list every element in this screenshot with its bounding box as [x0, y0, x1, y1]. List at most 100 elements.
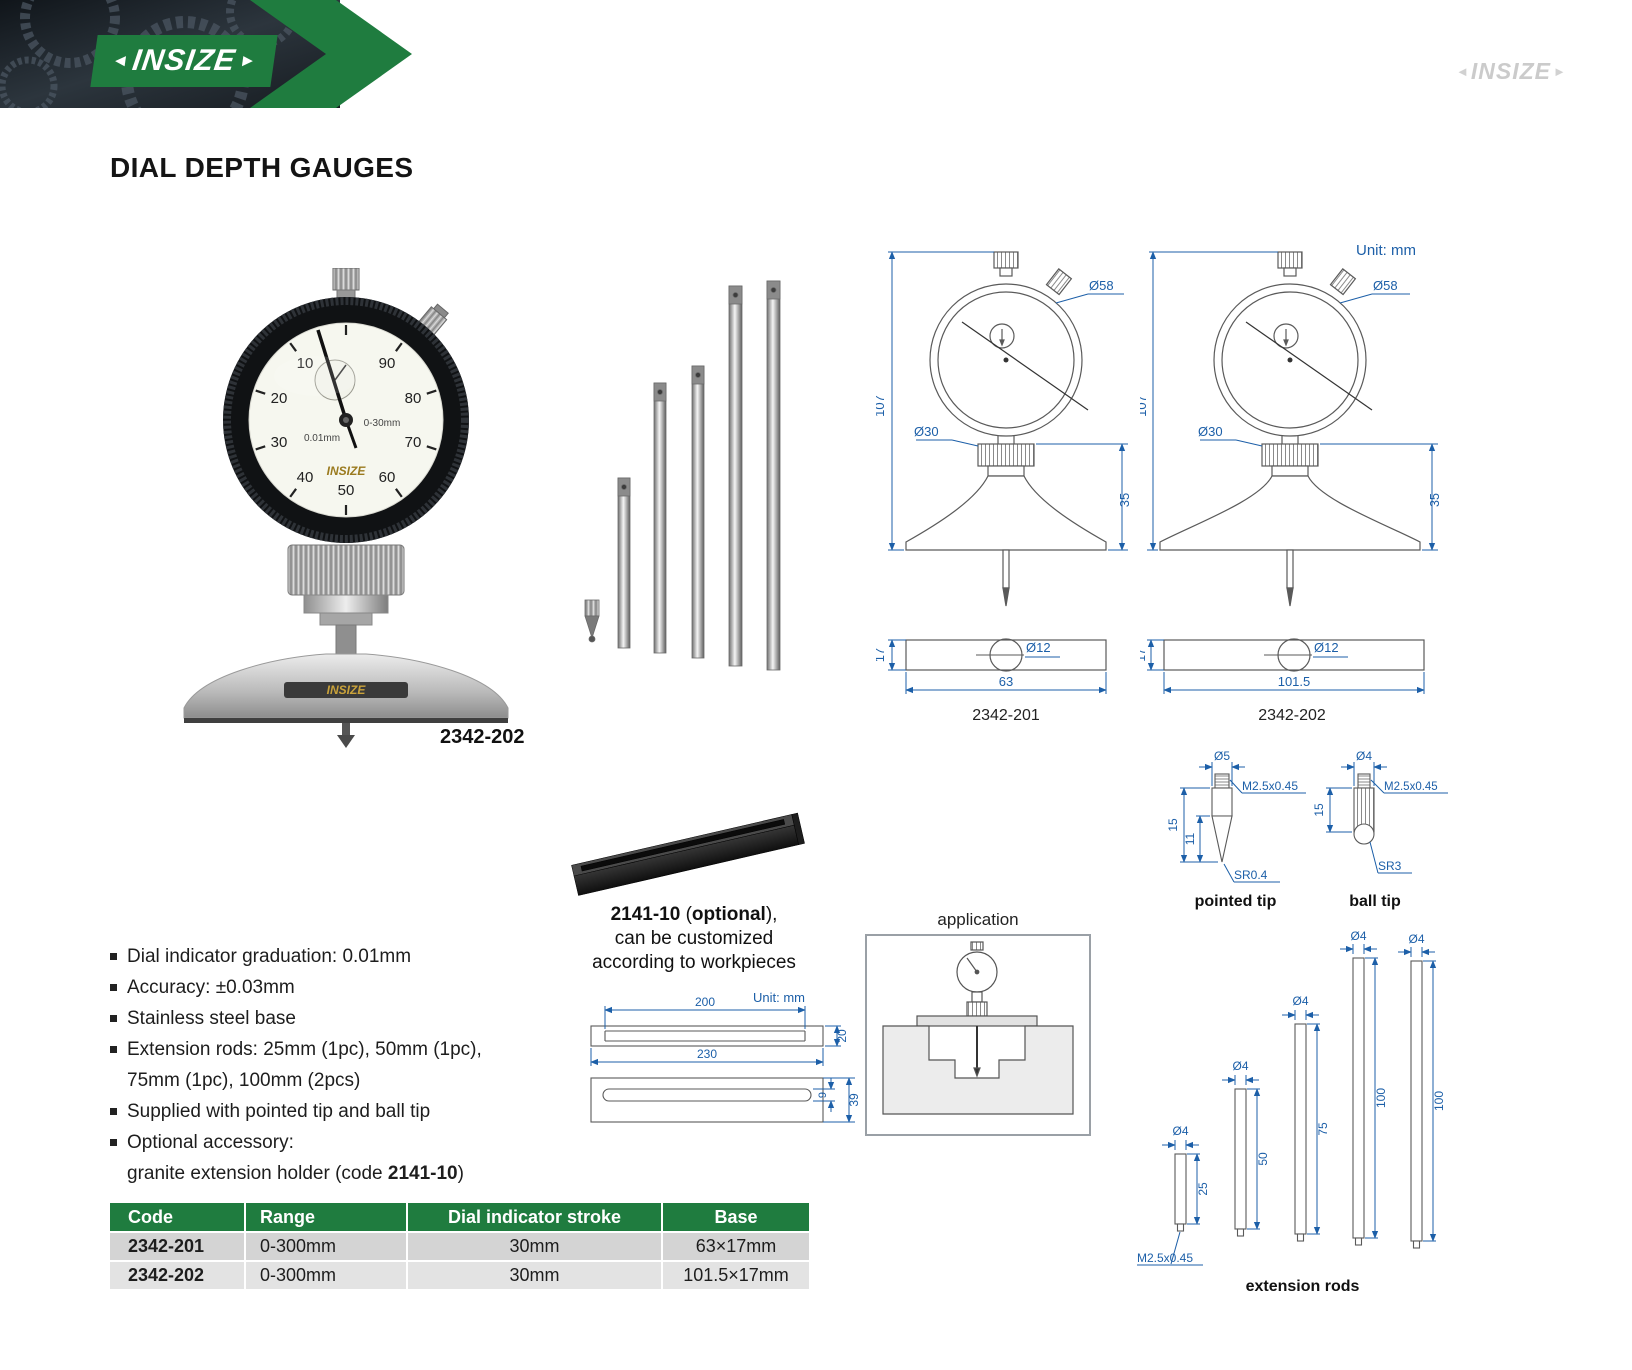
dim-dial-diameter: Ø58 — [1373, 278, 1398, 293]
rods-dim-labels: Ø4 25 Ø4 50 Ø4 75 Ø4 100 Ø4 100 M2.5x0.4… — [1137, 929, 1446, 1265]
granite-dim-labels: 200 230 20 9 39 — [695, 995, 861, 1107]
dial-number: 30 — [271, 434, 288, 451]
feature-text: Dial indicator graduation: 0.01mm — [127, 946, 412, 967]
dial-number: 20 — [271, 390, 288, 407]
feature-text: granite extension holder (code 2141-10) — [127, 1161, 464, 1186]
dim-height: 107 — [1140, 395, 1149, 417]
bullet-icon — [110, 1015, 117, 1022]
pointed-probe-tip — [337, 735, 355, 748]
specs-table: Code Range Dial indicator stroke Base 23… — [110, 1203, 811, 1291]
clamp-nut — [287, 544, 405, 596]
granite-caption-text: ( — [680, 904, 692, 925]
feature-item: Dial indicator graduation: 0.01mm — [110, 944, 580, 969]
bullet-icon — [110, 984, 117, 991]
dim-base-thickness: 17 — [1140, 648, 1148, 662]
granite-caption-line3: according to workpieces — [592, 952, 796, 973]
dim-tip-length: 15 — [1312, 803, 1326, 817]
feature-item-continuation: 75mm (1pc), 100mm (2pcs) — [110, 1068, 580, 1093]
feature-item: Supplied with pointed tip and ball tip — [110, 1099, 580, 1124]
cell-code: 2342-202 — [110, 1261, 246, 1291]
dim-slot-length: 200 — [695, 995, 715, 1009]
extension-rods-drawing: Ø4 25 Ø4 50 Ø4 75 Ø4 100 Ø4 100 M2.5x0.4… — [1137, 929, 1446, 1266]
drawing-code-201: 2342-201 — [972, 707, 1040, 724]
cell-stroke: 30mm — [407, 1261, 663, 1291]
dim-rod-diameter: Ø4 — [1350, 929, 1366, 943]
feature-item: Accuracy: ±0.03mm — [110, 975, 580, 1000]
feature-item: Extension rods: 25mm (1pc), 50mm (1pc), — [110, 1037, 580, 1062]
dim-rod-length: 100 — [1432, 1091, 1446, 1111]
granite-dims — [590, 1006, 855, 1123]
needle — [316, 329, 348, 421]
granite-outline — [590, 1025, 824, 1123]
tech-drawing-2342-202: Ø58 107 Ø30 35 Ø12 17 101.5 2342-202 — [1140, 251, 1442, 724]
bullet-icon — [110, 1139, 117, 1146]
bullet-icon — [110, 1046, 117, 1053]
features-list: Dial indicator graduation: 0.01mm Accura… — [110, 944, 580, 1192]
bullet-icon — [110, 1108, 117, 1115]
extension-rods-caption: extension rods — [1245, 1278, 1360, 1295]
dim-rod-diameter: Ø4 — [1172, 1124, 1188, 1138]
dim-rod-diameter: Ø4 — [1408, 932, 1424, 946]
granite-caption-line2: can be customized — [614, 928, 774, 949]
feature-text: Stainless steel base — [127, 1008, 296, 1029]
dial-number: 50 — [338, 482, 355, 499]
cell-base: 101.5×17mm — [662, 1261, 811, 1291]
feature-item-continuation: granite extension holder (code 2141-10) — [110, 1161, 580, 1186]
dial-number: 10 — [297, 355, 314, 372]
probe — [342, 723, 350, 735]
dial-number: 60 — [379, 469, 396, 486]
insize-watermark: ◄ INSIZE ► — [1456, 58, 1566, 85]
granite-bar — [571, 812, 805, 896]
face-brand-text: INSIZE — [327, 464, 367, 478]
logo-arrow-right-icon: ► — [238, 51, 258, 70]
gauge-photo-caption: 2342-202 — [440, 726, 525, 748]
pointed-tip-caption: pointed tip — [1194, 893, 1277, 910]
cell-range: 0-300mm — [245, 1261, 408, 1291]
dim-tip-radius: SR3 — [1378, 859, 1402, 873]
specs-header-base: Base — [662, 1203, 811, 1233]
page-title: DIAL DEPTH GAUGES — [110, 152, 414, 183]
range-text: 0-30mm — [364, 418, 401, 429]
tech-drawing-2342-201: Ø58 107 Ø30 35 Ø12 17 63 2342-201 — [876, 251, 1132, 724]
dim-rod-thread: M2.5x0.45 — [1137, 1251, 1193, 1265]
granite-caption-optional: optional — [691, 904, 766, 925]
specs-header-stroke: Dial indicator stroke — [407, 1203, 663, 1233]
dim-rod-diameter: Ø4 — [1232, 1059, 1248, 1073]
bullet-icon — [110, 953, 117, 960]
graduation-text: 0.01mm — [304, 433, 340, 444]
feature-item: Optional accessory: — [110, 1130, 580, 1155]
specs-header-range: Range — [245, 1203, 408, 1233]
cell-code: 2342-201 — [110, 1232, 246, 1262]
granite-holder-drawing: Unit: mm 200 230 20 9 39 — [590, 990, 861, 1123]
dim-tip-length: 15 — [1166, 818, 1180, 832]
feature-text: Accuracy: ±0.03mm — [127, 977, 295, 998]
dial-ticks — [255, 325, 437, 515]
table-row: 2342-201 0-300mm 30mm 63×17mm — [110, 1232, 811, 1262]
dim-rod-length: 50 — [1256, 1152, 1270, 1166]
pointed-tip-labels: Ø5 M2.5x0.45 15 11 SR0.4 — [1166, 749, 1298, 882]
watermark-arrow-left-icon: ◄ — [1456, 64, 1469, 79]
cell-base: 63×17mm — [662, 1232, 811, 1262]
granite-unit-label: Unit: mm — [753, 990, 805, 1005]
feature-text: Extension rods: 25mm (1pc), 50mm (1pc), — [127, 1039, 482, 1060]
dim-hole-diameter: Ø12 — [1026, 640, 1051, 655]
dim-base-height: 35 — [1428, 493, 1442, 507]
table-row: 2342-202 0-300mm 30mm 101.5×17mm — [110, 1261, 811, 1291]
dim-base-thickness: 17 — [876, 648, 887, 662]
specs-header-code: Code — [110, 1203, 246, 1233]
logo-arrow-left-icon: ◄ — [110, 51, 131, 70]
pointed-tip-drawing: Ø5 M2.5x0.45 15 11 SR0.4 — [1166, 749, 1306, 883]
dimension-labels-202: Ø58 107 Ø30 35 Ø12 17 101.5 — [1140, 278, 1442, 689]
ball-tip-labels: Ø4 M2.5x0.45 15 SR3 — [1312, 749, 1438, 873]
dim-width: 20 — [835, 1029, 849, 1043]
specs-header-row: Code Range Dial indicator stroke Base — [110, 1203, 811, 1233]
dim-total-length: 230 — [697, 1047, 717, 1061]
dim-base-width: 101.5 — [1278, 674, 1311, 689]
header-green-chevron — [250, 0, 412, 108]
top-knob — [332, 268, 360, 291]
rods-dims — [1137, 944, 1437, 1266]
dim-slot-width: 9 — [817, 1092, 829, 1098]
dial-number: 90 — [379, 355, 396, 372]
feature-text: Supplied with pointed tip and ball tip — [127, 1101, 431, 1122]
dim-dial-diameter: Ø58 — [1089, 278, 1114, 293]
